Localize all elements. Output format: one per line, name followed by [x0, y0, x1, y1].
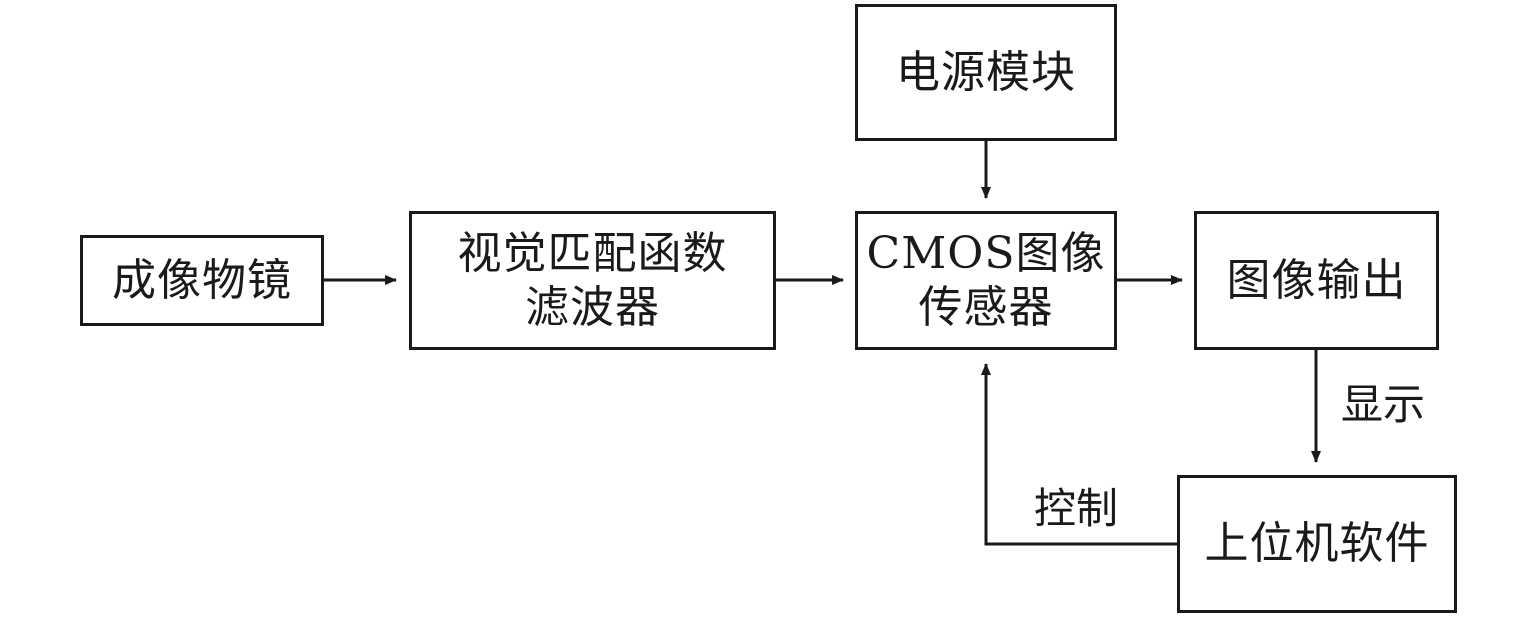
node-objective-lens: 成像物镜 — [80, 235, 324, 326]
arrow-host-to-cmos — [981, 363, 1177, 546]
node-objective-lens-label: 成像物镜 — [112, 254, 292, 306]
edge-label-display: 显示 — [1341, 380, 1426, 429]
edge-label-control: 控制 — [1034, 484, 1119, 533]
node-image-output: 图像输出 — [1194, 211, 1439, 350]
node-host-software: 上位机软件 — [1177, 475, 1457, 613]
node-image-output-label: 图像输出 — [1226, 254, 1407, 306]
node-cmos-sensor-label-line2: 传感器 — [918, 281, 1054, 333]
node-cmos-sensor: CMOS图像 传感器 — [855, 211, 1117, 350]
node-power-module: 电源模块 — [855, 4, 1117, 141]
node-filter-label-line2: 滤波器 — [525, 281, 660, 333]
node-filter: 视觉匹配函数 滤波器 — [409, 211, 776, 350]
node-cmos-sensor-label-line1: CMOS图像 — [866, 227, 1106, 279]
node-filter-label-line1: 视觉匹配函数 — [457, 227, 728, 279]
node-power-module-label: 电源模块 — [896, 46, 1076, 98]
node-host-software-label: 上位机软件 — [1204, 518, 1430, 569]
